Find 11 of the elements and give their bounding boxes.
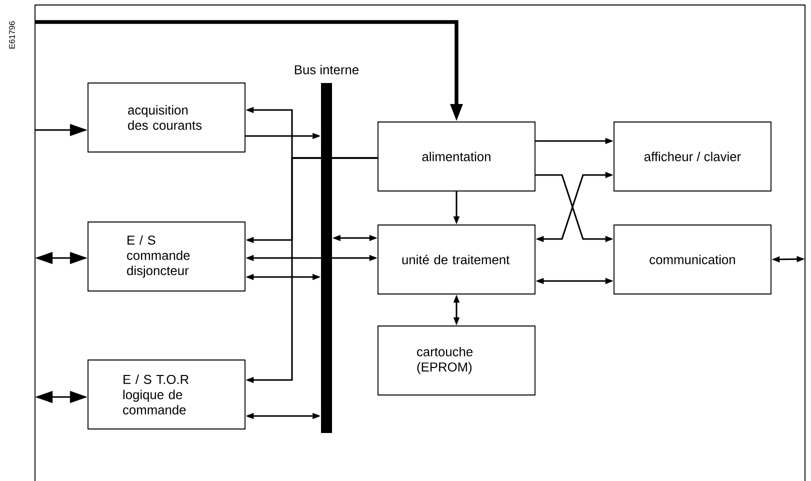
process-box: acquisition des courants	[88, 82, 246, 152]
process-box: E / S commande disjoncteur	[88, 222, 246, 292]
process-box: afficheur / clavier	[614, 122, 772, 192]
node-label: Bus interne	[294, 64, 359, 74]
process-box: unité de traitement	[378, 224, 536, 294]
process-box: communication	[614, 224, 772, 294]
bus-bar: Bus interne	[294, 64, 358, 433]
process-box: E / S T.O.R logique de commande	[88, 360, 246, 430]
reference-code: E61796	[9, 21, 15, 48]
process-box: cartouche (EPROM)	[378, 326, 536, 396]
process-box: alimentation	[378, 122, 536, 192]
